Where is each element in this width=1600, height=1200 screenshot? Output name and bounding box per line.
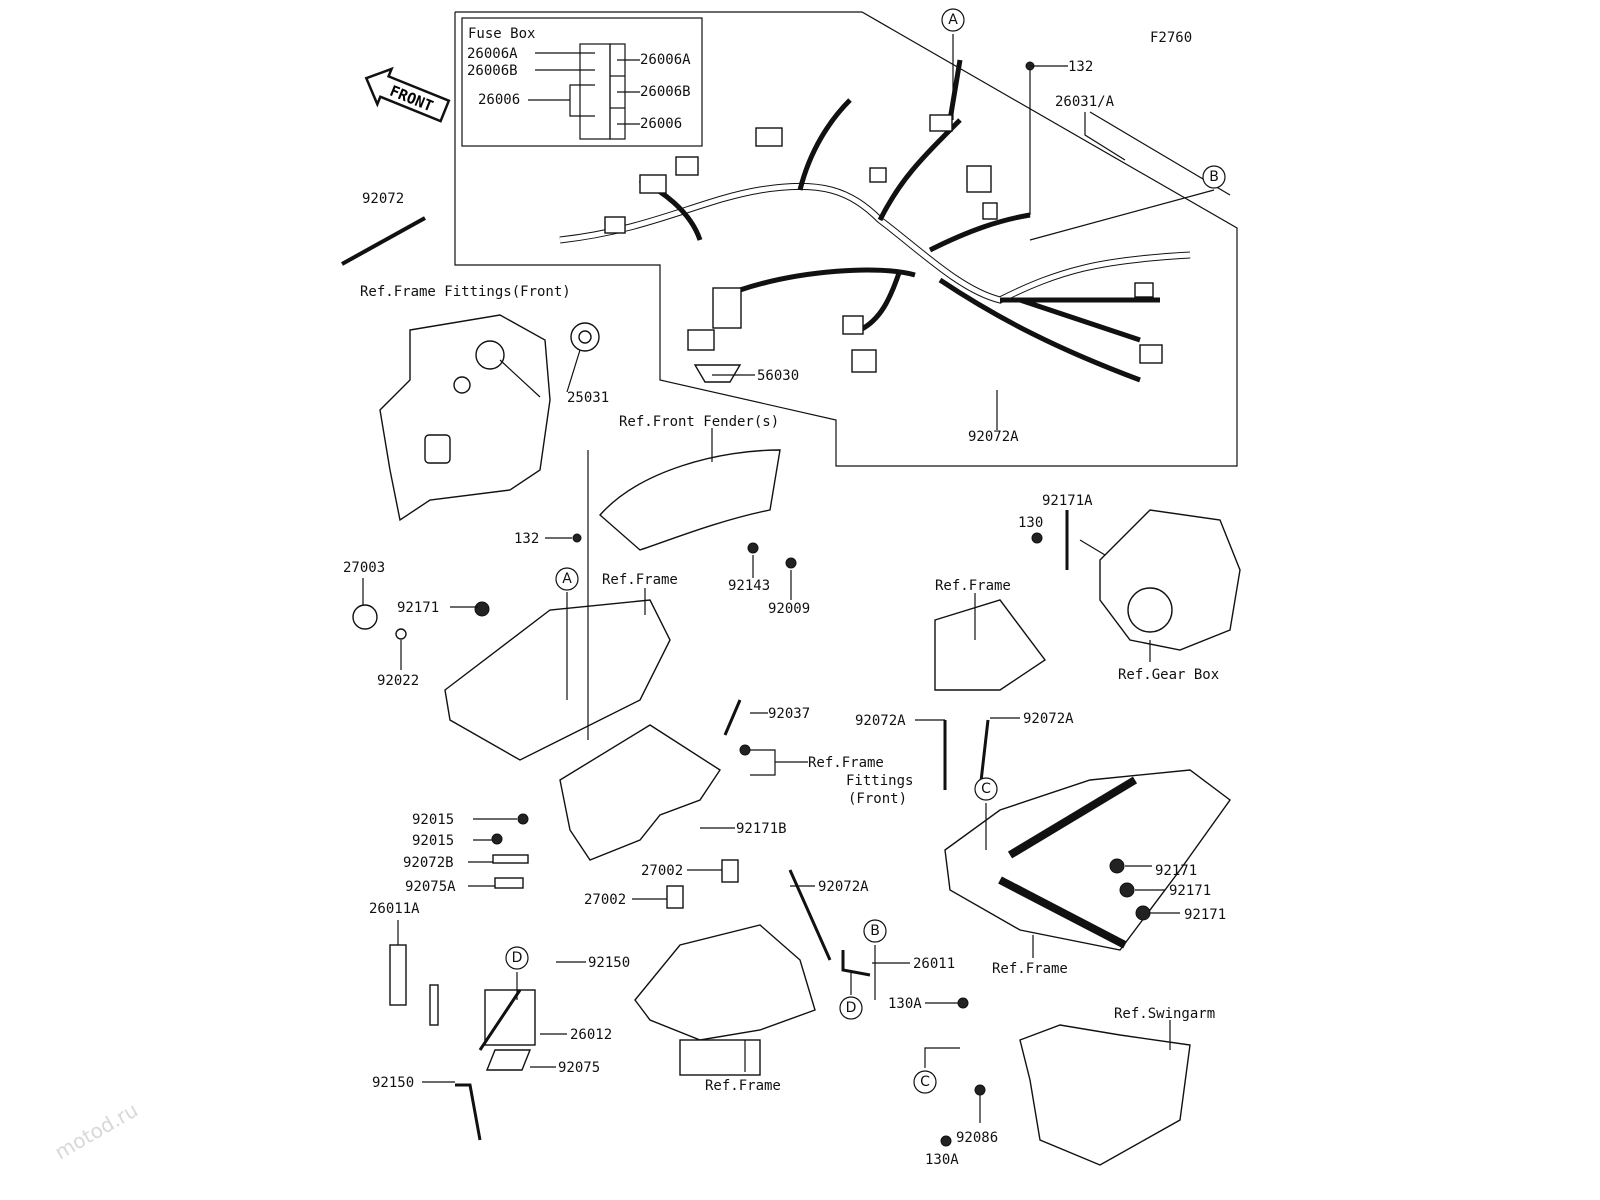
fuse-box-inset: Fuse Box 26006A 26006B 26006 26006A 2600… — [461, 17, 703, 147]
part-label: 130A — [925, 1152, 959, 1168]
ref-circle — [941, 8, 965, 32]
part-label: Fittings — [846, 773, 913, 789]
part-label: 26012 — [570, 1027, 612, 1043]
fuse-label: 26006 — [640, 116, 682, 132]
part-label: 25031 — [567, 390, 609, 406]
fuse-label: 26006A — [640, 52, 691, 68]
ref-mark: C — [974, 777, 998, 801]
ref-circle — [863, 919, 887, 943]
part-label: 92072A — [968, 429, 1019, 445]
fuse-label: 26006B — [467, 63, 518, 79]
part-label: Ref.Swingarm — [1114, 1006, 1215, 1022]
part-label: Ref.Gear Box — [1118, 667, 1219, 683]
part-label: 26011 — [913, 956, 955, 972]
part-label: 27002 — [641, 863, 683, 879]
part-label: 92075 — [558, 1060, 600, 1076]
fuse-box-title: Fuse Box — [468, 26, 535, 42]
part-label: 92015 — [412, 833, 454, 849]
fuse-label: 26006A — [467, 46, 518, 62]
part-label: 130A — [888, 996, 922, 1012]
ref-mark: A — [555, 567, 579, 591]
part-label: 92009 — [768, 601, 810, 617]
part-label: 92171 — [1169, 883, 1211, 899]
ref-circle — [555, 567, 579, 591]
part-label: 92072A — [855, 713, 906, 729]
part-label: 27002 — [584, 892, 626, 908]
part-label: Ref.Frame — [808, 755, 884, 771]
part-label: Ref.Frame — [992, 961, 1068, 977]
ref-letter: C — [981, 781, 991, 797]
ref-letter: D — [846, 1000, 857, 1016]
ref-mark: B — [863, 919, 887, 943]
part-label: 92171 — [1155, 863, 1197, 879]
part-label: 92171A — [1042, 493, 1093, 509]
ref-letter: B — [1209, 169, 1219, 185]
ref-mark: A — [941, 8, 965, 32]
part-label: 56030 — [757, 368, 799, 384]
part-label: Ref.Frame — [602, 572, 678, 588]
ref-letter: A — [562, 571, 572, 587]
part-label: 92075A — [405, 879, 456, 895]
ref-letter: D — [512, 950, 523, 966]
part-label: 92022 — [377, 673, 419, 689]
reference-marks: A A B C B D D C — [505, 8, 1226, 1094]
ref-mark: D — [505, 946, 529, 970]
part-label: 92072 — [362, 191, 404, 207]
ref-mark: B — [1202, 165, 1226, 189]
part-label: Ref.Frame — [705, 1078, 781, 1094]
part-label: 132 — [1068, 59, 1093, 75]
part-label: 92072A — [1023, 711, 1074, 727]
part-label: 92171B — [736, 821, 787, 837]
part-label: 26011A — [369, 901, 420, 917]
front-arrow: FRONT — [364, 66, 451, 123]
ref-circle — [974, 777, 998, 801]
parts — [341, 61, 1241, 1166]
diagram-code: F2760 — [1150, 30, 1192, 46]
part-label: Ref.Front Fender(s) — [619, 414, 779, 430]
part-label: Ref.Frame Fittings(Front) — [360, 284, 571, 300]
harness-boundary — [454, 11, 1238, 467]
part-label: 130 — [1018, 515, 1043, 531]
part-label: 92072A — [818, 879, 869, 895]
ref-letter: B — [870, 923, 880, 939]
ref-letter: A — [948, 12, 958, 28]
fuse-label: 26006 — [478, 92, 520, 108]
part-label: 92015 — [412, 812, 454, 828]
part-label: 132 — [514, 531, 539, 547]
ref-mark: C — [913, 1070, 937, 1094]
part-label: 92150 — [588, 955, 630, 971]
part-label: 92171 — [397, 600, 439, 616]
ref-mark: D — [839, 996, 863, 1020]
part-label: 92037 — [768, 706, 810, 722]
main-harness — [559, 59, 1191, 383]
ref-circle — [913, 1070, 937, 1094]
part-label: 26031/A — [1055, 94, 1115, 110]
ref-circle — [839, 996, 863, 1020]
ref-circle — [1202, 165, 1226, 189]
ref-letter: C — [920, 1074, 930, 1090]
leader-lines — [362, 34, 1231, 1123]
fuse-label: 26006B — [640, 84, 691, 100]
part-label: 92171 — [1184, 907, 1226, 923]
ref-circle — [505, 946, 529, 970]
part-label: 92143 — [728, 578, 770, 594]
part-label: 92072B — [403, 855, 454, 871]
watermark: motod.ru — [51, 1098, 142, 1165]
part-label: 92150 — [372, 1075, 414, 1091]
part-label: Ref.Frame — [935, 578, 1011, 594]
part-label: 27003 — [343, 560, 385, 576]
part-label: (Front) — [848, 791, 907, 807]
part-label: 92086 — [956, 1130, 998, 1146]
